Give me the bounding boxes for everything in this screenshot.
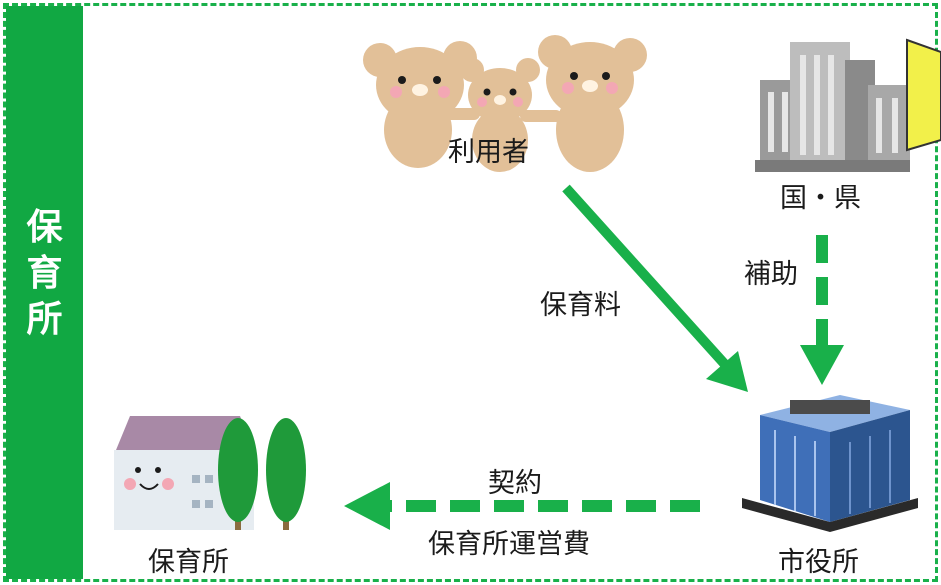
users-label: 利用者 [448,137,529,168]
government-label: 国・県 [780,183,861,214]
nursery-label: 保育所 [148,547,229,578]
government-buildings-icon [755,42,910,172]
fee-label: 保育料 [540,290,621,321]
subsidy-label: 補助 [744,259,798,290]
operating-cost-label: 保育所運営費 [428,529,590,560]
side-band [6,6,83,579]
side-title-char-2: 育 [26,253,63,294]
contract-label: 契約 [488,468,542,499]
city-hall-label: 市役所 [778,547,859,578]
contract-arrow [344,482,700,530]
yellow-flag-shape [906,38,941,152]
diagram-frame [3,3,938,582]
side-title-char-3: 所 [26,299,63,340]
city-hall-building-icon [742,395,918,532]
side-title-char-1: 保 [26,207,63,248]
bear-faces-icon [390,72,618,107]
tree-icon [218,418,306,530]
fee-arrow [562,184,748,392]
subsidy-arrow [800,235,844,385]
side-title: 保 育 所 [6,205,83,343]
